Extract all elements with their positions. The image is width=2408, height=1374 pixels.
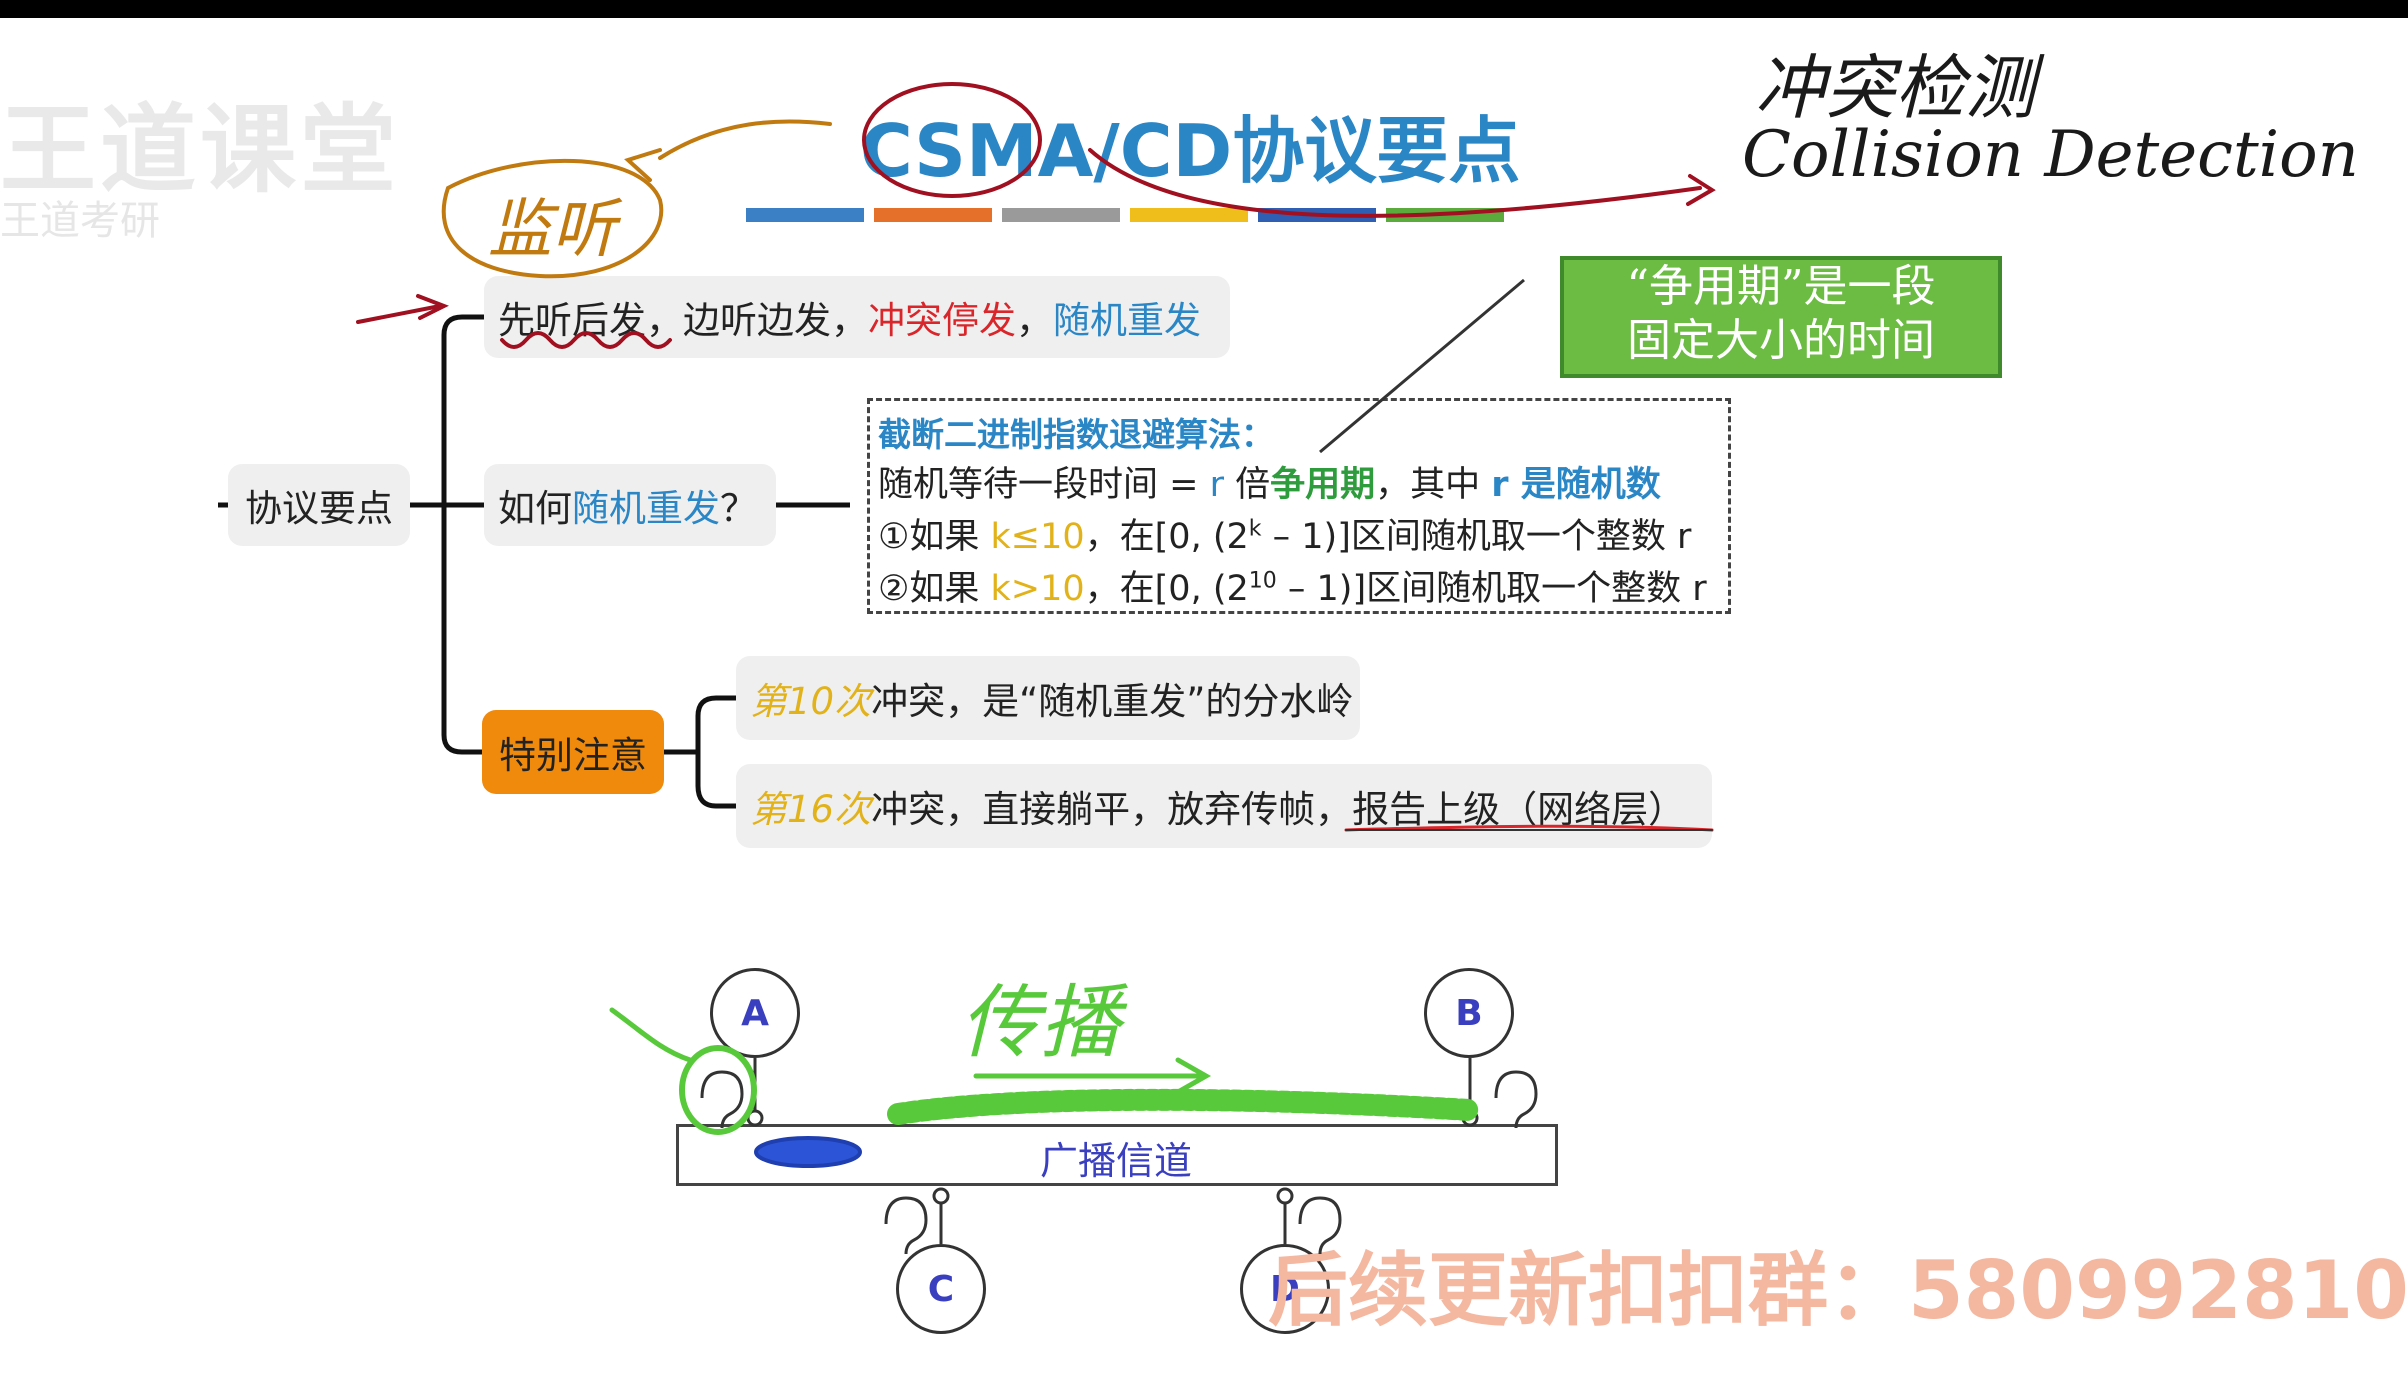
handwritten-propagate: 传播 — [960, 976, 1120, 1069]
branch-listen-send: 先听后发，边听边发，冲突停发，随机重发 — [484, 276, 1230, 358]
watermark-sub: 王道考研 — [0, 198, 160, 244]
signal-propagation-scribble — [887, 1088, 1481, 1125]
branch1-part1: 先听后发，边听边发， — [498, 299, 868, 342]
note-10th-collision: 第10次冲突，是“随机重发”的分水岭 — [736, 656, 1360, 740]
listen-tag-outline — [441, 158, 664, 279]
alg2-sup: k — [1248, 516, 1262, 542]
station-a-label: A — [741, 992, 769, 1034]
station-b-label: B — [1455, 992, 1483, 1034]
alg2-c: – 1)]区间随机取一个整数 r — [1261, 517, 1692, 557]
algorithm-line2: ①如果 k≤10，在[0, (2k – 1)]区间随机取一个整数 r — [878, 508, 1691, 559]
ear-icon-a — [700, 1070, 744, 1129]
propagate-arrow-head — [1175, 1057, 1212, 1095]
station-d-label: D — [1270, 1268, 1300, 1310]
algorithm-heading: 截断二进制指数退避算法： — [878, 415, 1274, 454]
title-main: CSMA/CD — [860, 109, 1233, 193]
ear-icon-d — [1298, 1196, 1342, 1255]
top-black-bar — [0, 0, 2408, 18]
alg1-c: ，其中 — [1375, 465, 1492, 505]
note2-em: 第16次 — [750, 788, 872, 831]
handwritten-collision-cn: 冲突检测 — [1755, 47, 2035, 129]
footer-group-notice: 后续更新扣扣群：580992810 — [1268, 1244, 2408, 1337]
csma-circle — [862, 82, 1042, 198]
alg1-r: r — [1209, 465, 1224, 505]
listen-tag-arrow — [624, 148, 662, 182]
station-a: A — [710, 968, 800, 1058]
handwritten-collision-en: Collision Detection — [1742, 118, 2359, 192]
branch-special-note: 特别注意 — [482, 710, 664, 794]
alg3-a: ②如果 — [878, 569, 991, 609]
station-d: D — [1240, 1244, 1330, 1334]
annotation-strokes — [356, 82, 1716, 1168]
alg2-cond: k≤10 — [990, 517, 1085, 557]
station-c: C — [896, 1244, 986, 1334]
title-cn: 协议要点 — [1232, 109, 1521, 193]
branch2-suffix: ？ — [720, 487, 757, 530]
callout-pointer — [1319, 278, 1525, 454]
ear-icon-c — [884, 1196, 928, 1255]
alg2-b: ，在[0, (2 — [1084, 517, 1249, 557]
title-color-segment — [874, 208, 992, 222]
alg3-c: – 1)]区间随机取一个整数 r — [1276, 569, 1707, 609]
callout-line1: “争用期”是一段 — [1626, 261, 1936, 312]
alg1-a: 随机等待一段时间 = — [878, 465, 1210, 505]
algorithm-line1: 随机等待一段时间 = r 倍争用期，其中 r 是随机数 — [878, 456, 1661, 507]
note1-em: 第10次 — [750, 680, 872, 723]
signal-scribble-blue — [754, 1136, 862, 1168]
title-color-segment — [746, 208, 864, 222]
note2-text: 冲突，直接躺平，放弃传帧，报告上级（网络层） — [871, 788, 1686, 831]
arrow-to-collision — [1088, 148, 1702, 218]
branch2-highlight: 随机重发 — [572, 487, 720, 530]
note-16th-collision: 第16次冲突，直接躺平，放弃传帧，报告上级（网络层） — [736, 764, 1712, 848]
listen-tag-string — [658, 119, 832, 160]
algorithm-box — [867, 398, 1731, 614]
branch1-random-resend: 随机重发 — [1053, 299, 1201, 342]
arrow-head-collision — [1686, 174, 1716, 206]
branch2-prefix: 如何 — [498, 487, 572, 530]
root-node-label: 协议要点 — [245, 487, 393, 530]
channel-label: 广播信道 — [1040, 1139, 1193, 1183]
branch1-collision-stop: 冲突停发 — [868, 299, 1016, 342]
branch1-part3: ， — [1016, 299, 1053, 342]
note1-text: 冲突，是“随机重发”的分水岭 — [871, 680, 1354, 723]
title-color-segment — [1130, 208, 1248, 222]
station-c-label: C — [927, 1268, 955, 1310]
underline-branch1 — [500, 331, 672, 349]
callout-line2: 固定大小的时间 — [1627, 315, 1935, 366]
ear-highlight-a — [679, 1045, 757, 1135]
algorithm-line3: ②如果 k>10，在[0, (210 – 1)]区间随机取一个整数 r — [878, 560, 1707, 611]
alg1-b: 倍 — [1223, 465, 1271, 505]
root-node: 协议要点 — [228, 464, 410, 546]
alg3-cond: k>10 — [990, 569, 1085, 609]
page-title: CSMA/CD协议要点 — [860, 92, 1520, 197]
alg3-b: ，在[0, (2 — [1084, 569, 1249, 609]
ear-icon-b — [1494, 1070, 1538, 1129]
station-b: B — [1424, 968, 1514, 1058]
arrow-to-branch1 — [356, 304, 442, 324]
alg1-r2: r 是随机数 — [1491, 465, 1661, 505]
alg3-sup: 10 — [1248, 568, 1277, 594]
mindmap-connectors — [218, 314, 850, 809]
contention-period-callout: “争用期”是一段 固定大小的时间 — [1560, 256, 2002, 378]
alg1-period: 争用期 — [1270, 465, 1376, 505]
arrow-head-branch1 — [416, 294, 449, 320]
branch3-label: 特别注意 — [499, 734, 647, 777]
arrow-to-ear-a — [609, 1007, 693, 1063]
title-color-segment — [1002, 208, 1120, 222]
branch-how-resend: 如何随机重发？ — [484, 464, 776, 546]
alg2-a: ①如果 — [878, 517, 991, 557]
underline-report — [1344, 824, 1714, 832]
watermark-logo: 王道课堂 — [0, 94, 400, 206]
handwritten-listen: 监听 — [488, 193, 616, 267]
